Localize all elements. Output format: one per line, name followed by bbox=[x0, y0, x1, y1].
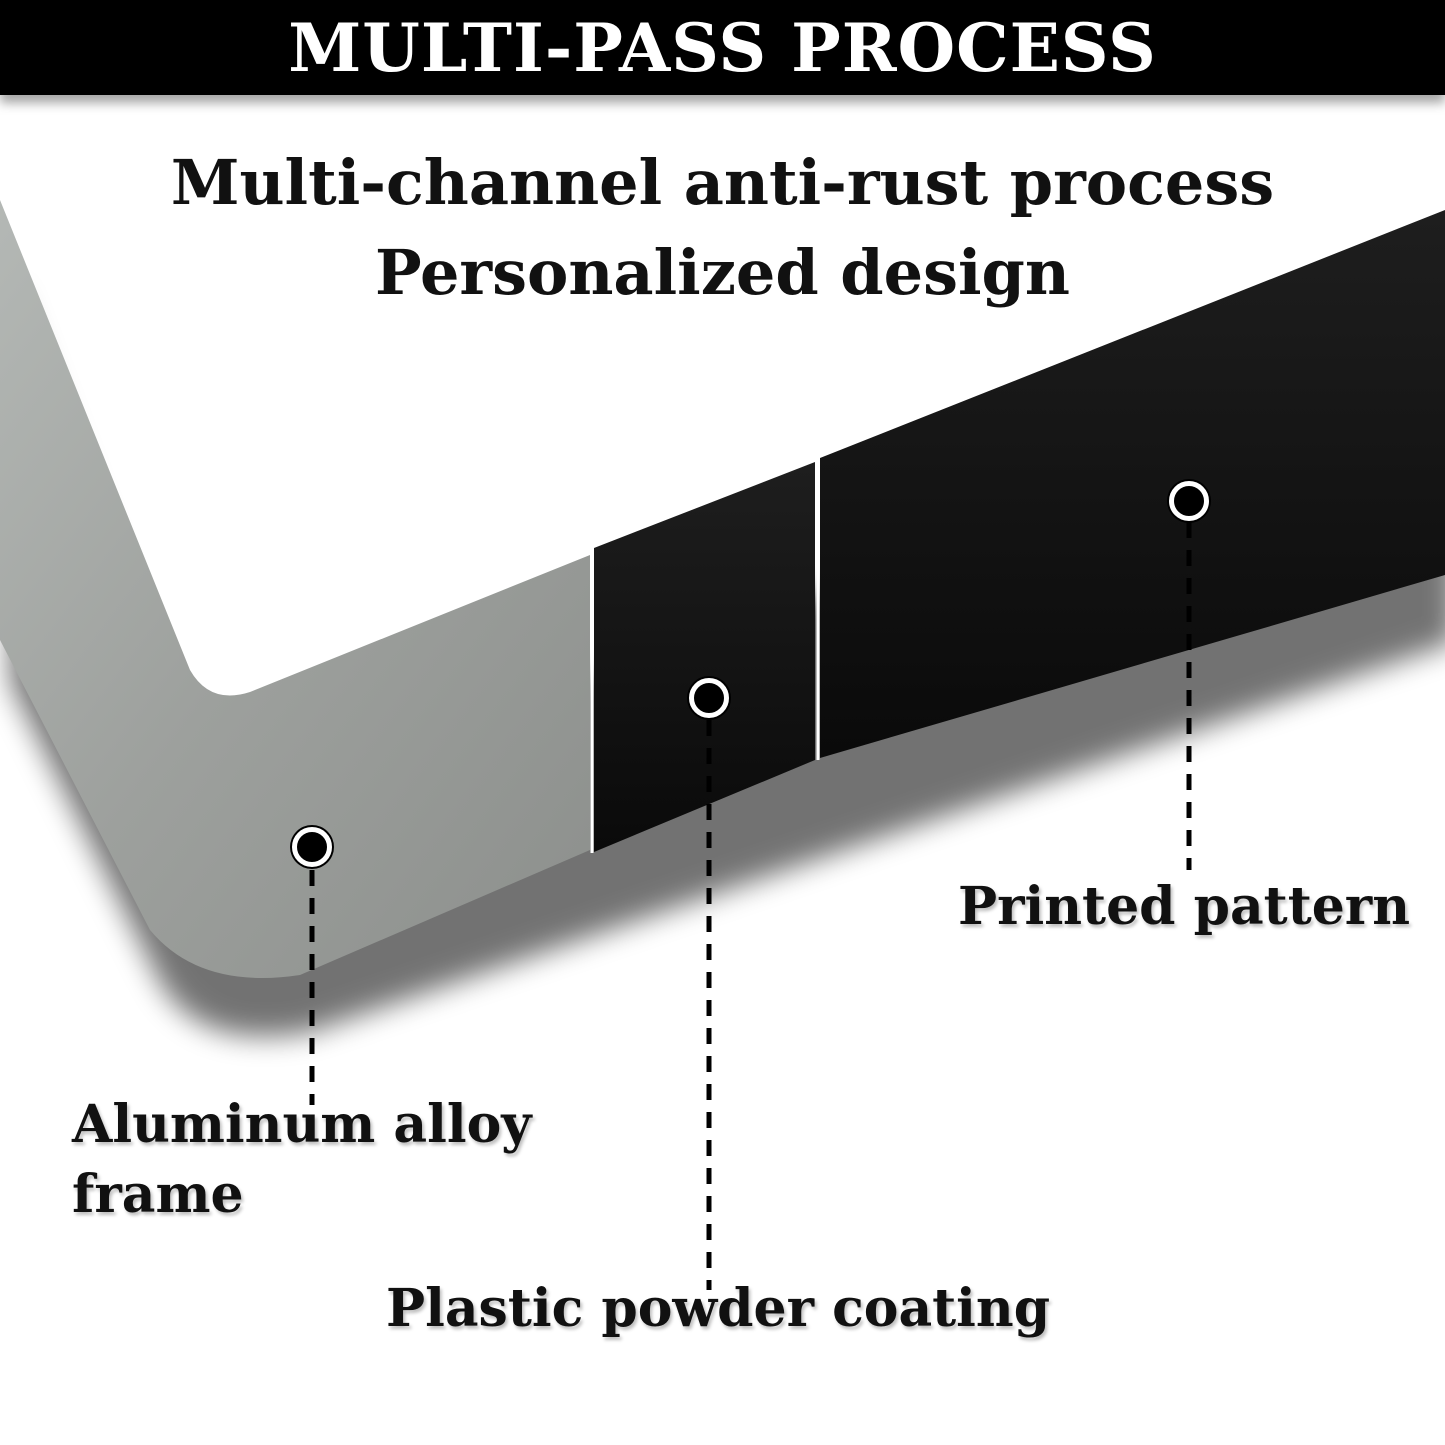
powder-coating-section bbox=[594, 462, 815, 852]
callout-aluminum-line-1: Aluminum alloy bbox=[72, 1094, 532, 1155]
callout-aluminum-line-2: frame bbox=[72, 1164, 244, 1225]
aluminum-frame-section bbox=[0, 200, 590, 978]
header-banner: MULTI-PASS PROCESS bbox=[0, 0, 1445, 95]
printed-pattern-section bbox=[820, 210, 1445, 758]
marker-powder-coating bbox=[689, 678, 729, 718]
marker-aluminum-frame bbox=[292, 827, 332, 867]
callout-plastic-coating: Plastic powder coating bbox=[386, 1278, 1051, 1339]
banner-title: MULTI-PASS PROCESS bbox=[288, 8, 1157, 87]
subtitle-line-2: Personalized design bbox=[375, 236, 1070, 309]
callout-printed-pattern: Printed pattern bbox=[958, 876, 1411, 937]
marker-printed-pattern bbox=[1169, 481, 1209, 521]
subtitle-line-1: Multi-channel anti-rust process bbox=[170, 146, 1275, 219]
callout-aluminum-frame: Aluminum alloy frame bbox=[72, 1090, 532, 1230]
